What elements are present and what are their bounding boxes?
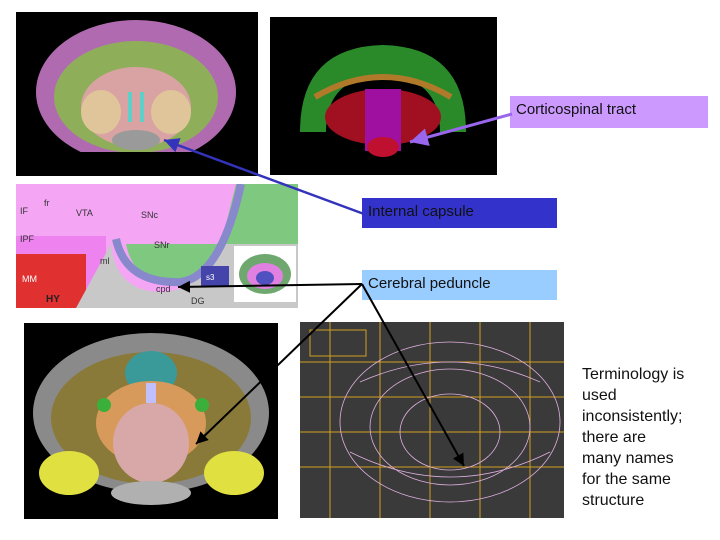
segmentation-panel [270,17,497,175]
region-label-cpd: cpd [156,284,171,294]
region-label-dg: DG [191,296,205,306]
region-label-ipf: IPF [20,234,35,244]
region-label-fr: fr [44,198,50,208]
region-label-snc: SNc [141,210,159,220]
corticospinal-tract-label: Corticospinal tract [510,96,708,128]
note-line: structure [582,492,645,509]
note-line: many names [582,450,674,467]
grid-atlas-panel [300,322,564,518]
region-label-mm: MM [22,274,37,284]
region-label-vta: VTA [76,208,93,218]
inset-brain-image [239,254,291,294]
note-line: used [582,387,617,404]
inset-thumbnail [234,246,296,302]
terminology-note: Terminology is used inconsistently; ther… [582,364,712,511]
segmentation-image [300,45,466,157]
region-sublabel: s3 [206,273,215,282]
cerebral-peduncle-label: Cerebral peduncle [362,270,557,300]
note-line: for the same [582,471,671,488]
note-line: there are [582,429,647,446]
region-label-ml: ml [100,256,110,266]
region-label-hy: HY [46,294,60,305]
region-label-if: IF [20,206,29,216]
grid-atlas-image [300,322,564,518]
mri-atlas-panel [16,12,258,176]
note-line: Terminology is [582,366,685,383]
region-label-snr: SNr [154,240,170,250]
mri-atlas-image [16,20,258,176]
coronal-section-panel [24,323,278,519]
coronal-section-image [33,333,269,505]
internal-capsule-label: Internal capsule [362,198,557,228]
note-line: inconsistently; [582,408,683,425]
